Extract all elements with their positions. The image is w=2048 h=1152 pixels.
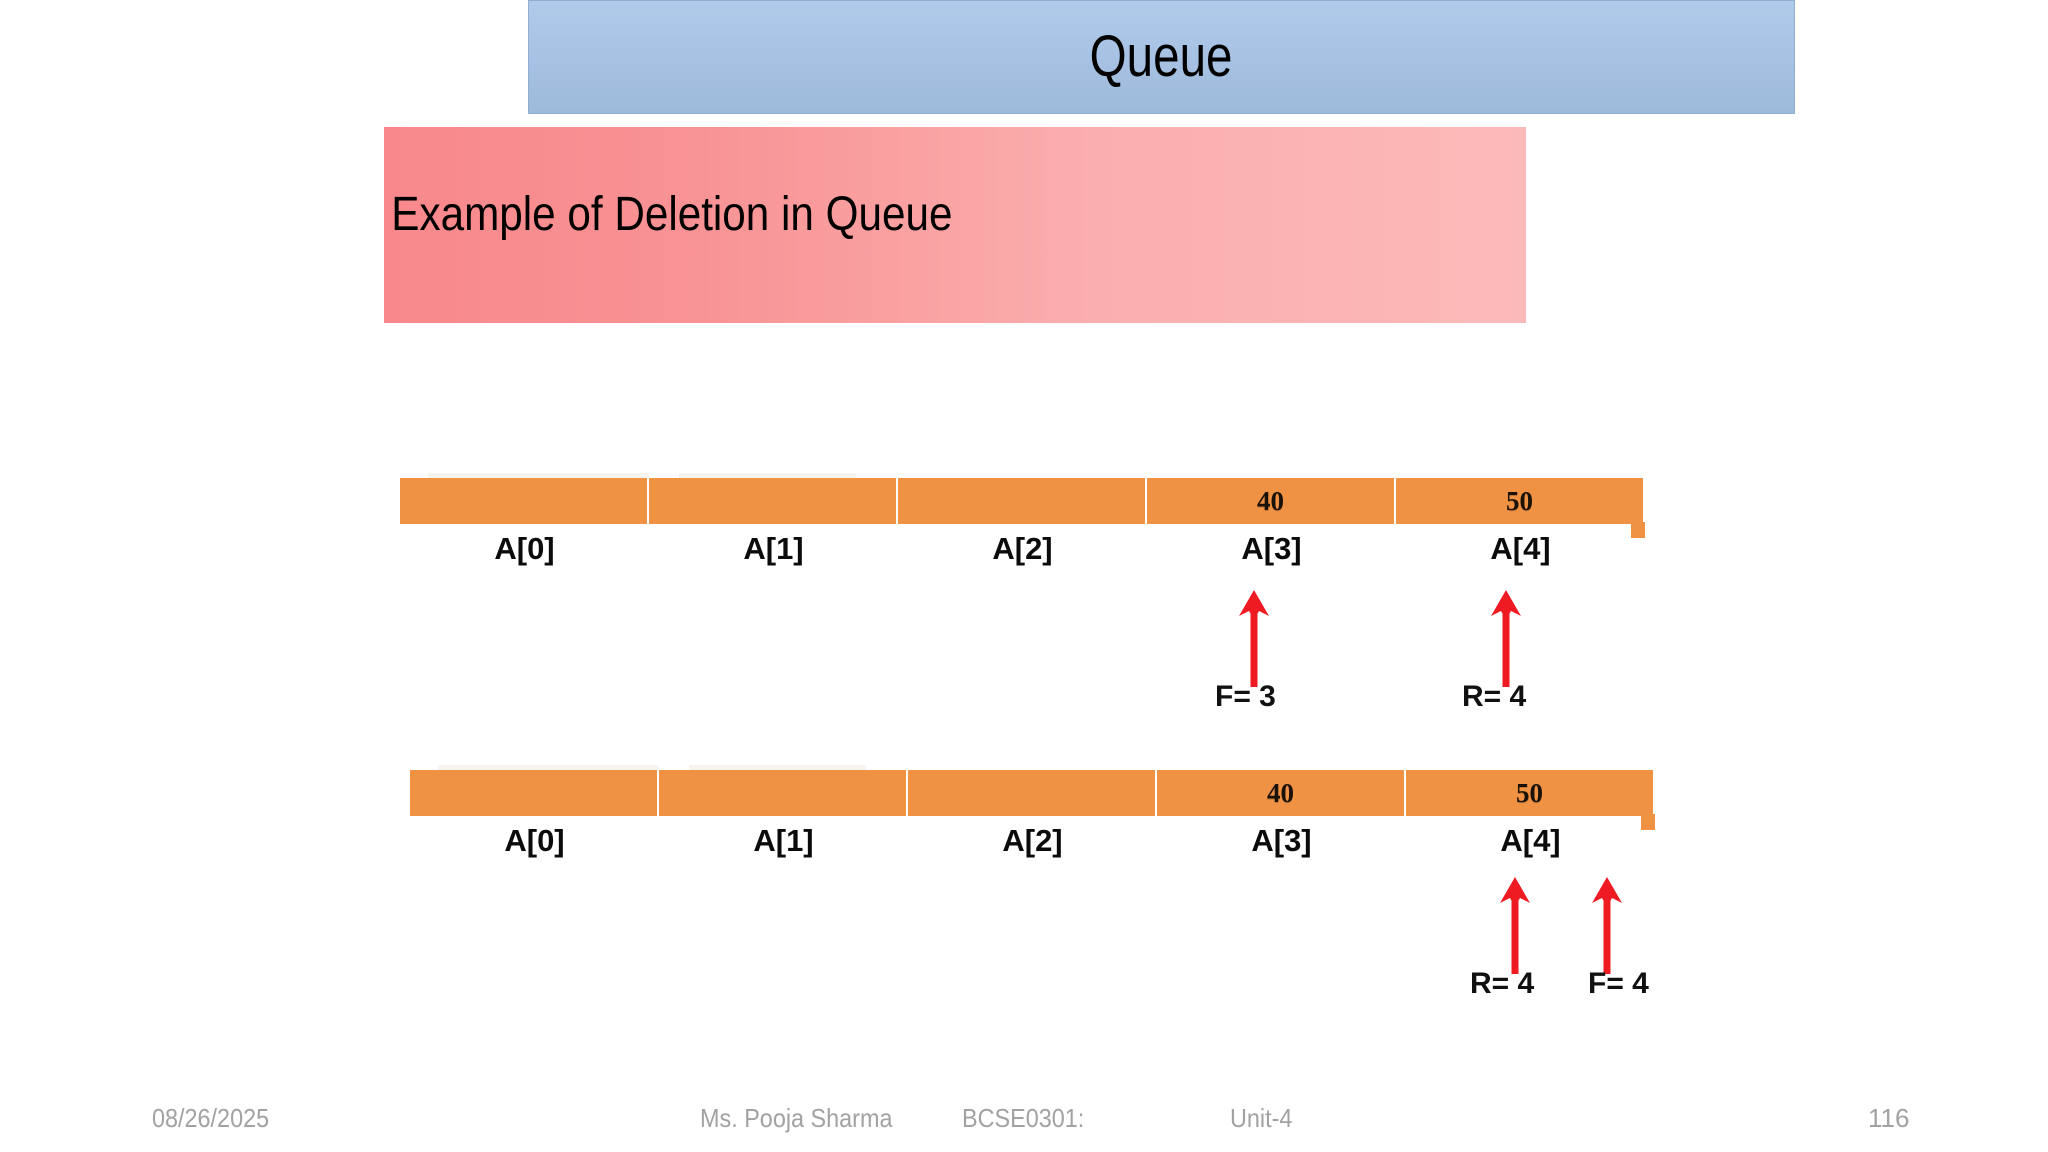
array-cell-3: 40: [1147, 478, 1396, 524]
cell-value: 40: [1267, 777, 1294, 808]
array-index-labels: A[0] A[1] A[2] A[3] A[4]: [400, 530, 1645, 567]
array-bar: 40 50: [410, 765, 1655, 830]
footer-page-number: 116: [1868, 1103, 1910, 1133]
array-index-label-0: A[0]: [504, 823, 565, 858]
rear-pointer-arrow-icon: [1499, 877, 1531, 975]
page-title: Queue: [1090, 24, 1233, 89]
array-cell-4: 50: [1406, 770, 1655, 816]
array-index-label-4: A[4]: [1500, 823, 1561, 858]
array-index-label-3: A[3]: [1251, 823, 1312, 858]
slide-title-bar: Queue: [528, 0, 1795, 114]
footer-date: 08/26/2025: [152, 1103, 270, 1133]
array-tail-notch: [1631, 522, 1645, 538]
array-cell-3: 40: [1157, 770, 1406, 816]
array-cell-1: [649, 473, 898, 524]
array-index-label-4: A[4]: [1490, 531, 1551, 566]
queue-diagram-after: 40 50 A[0] A[1] A[2] A[3] A[4]: [410, 765, 1655, 859]
cell-value: 50: [1506, 485, 1533, 516]
array-bar: 40 50: [400, 473, 1645, 538]
subtitle-banner: Example of Deletion in Queue: [384, 127, 1526, 323]
queue-diagram-before: 40 50 A[0] A[1] A[2] A[3] A[4]: [400, 473, 1645, 567]
rear-pointer-label: R= 4: [1462, 680, 1527, 713]
cell-value: 40: [1257, 485, 1284, 516]
array-cell-2: [898, 478, 1147, 524]
footer-course-code: BCSE0301:: [962, 1103, 1085, 1133]
array-index-label-2: A[2]: [992, 531, 1053, 566]
array-cell-4: 50: [1396, 478, 1645, 524]
array-index-label-2: A[2]: [1002, 823, 1063, 858]
array-index-label-1: A[1]: [743, 531, 804, 566]
front-pointer-label: F= 3: [1215, 680, 1276, 713]
footer-unit: Unit-4: [1230, 1103, 1293, 1133]
rear-pointer-arrow-icon: [1490, 590, 1522, 688]
cell-top-notch: [428, 473, 649, 478]
array-index-labels: A[0] A[1] A[2] A[3] A[4]: [410, 822, 1655, 859]
front-pointer-arrow-icon: [1238, 590, 1270, 688]
front-pointer-label: F= 4: [1588, 967, 1649, 1000]
cell-top-notch: [689, 765, 866, 770]
array-cell-1: [659, 765, 908, 816]
front-pointer-arrow-icon: [1591, 877, 1623, 975]
cell-value: 50: [1516, 777, 1543, 808]
array-index-label-3: A[3]: [1241, 531, 1302, 566]
footer-author: Ms. Pooja Sharma: [700, 1103, 893, 1133]
array-cell-0: [410, 765, 659, 816]
array-cell-0: [400, 473, 649, 524]
rear-pointer-label: R= 4: [1470, 967, 1535, 1000]
cell-top-notch: [679, 473, 856, 478]
array-cell-2: [908, 770, 1157, 816]
array-index-label-1: A[1]: [753, 823, 814, 858]
subtitle-text: Example of Deletion in Queue: [391, 188, 953, 241]
cell-top-notch: [438, 765, 659, 770]
array-tail-notch: [1641, 814, 1655, 830]
array-index-label-0: A[0]: [494, 531, 555, 566]
